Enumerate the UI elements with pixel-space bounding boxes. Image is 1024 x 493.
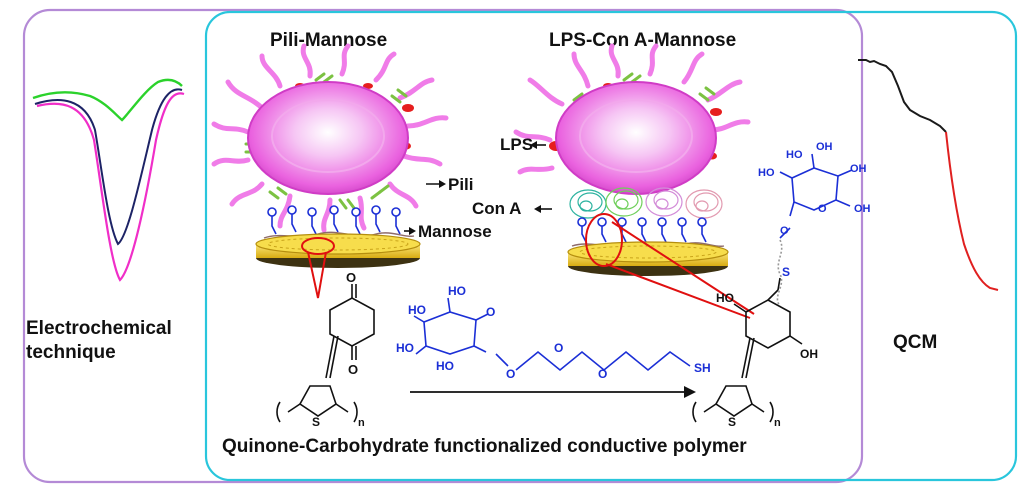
voltammogram-plot xyxy=(32,78,185,282)
pili-mannose-title: Pili-Mannose xyxy=(270,30,387,51)
lps-label: LPS xyxy=(500,135,533,154)
caption: Quinone-Carbohydrate functionalized cond… xyxy=(222,436,747,457)
svg-text:HO: HO xyxy=(758,167,775,179)
curve-navy xyxy=(34,88,183,246)
svg-text:O: O xyxy=(554,341,563,355)
svg-text:O: O xyxy=(780,225,789,237)
mannose-sugar-right xyxy=(779,153,853,239)
svg-text:n: n xyxy=(774,417,781,429)
svg-text:O: O xyxy=(346,270,356,285)
svg-text:OH: OH xyxy=(800,347,818,361)
curve-magenta xyxy=(36,92,185,282)
svg-text:HO: HO xyxy=(408,303,426,317)
bacterium-pili xyxy=(211,43,449,233)
cona-clusters xyxy=(569,187,723,219)
technique-label-line2: technique xyxy=(26,342,116,363)
electrode-left xyxy=(255,233,421,268)
svg-text:OH: OH xyxy=(854,203,871,215)
mannose-label: Mannose xyxy=(418,222,492,241)
zoom-pointer-right xyxy=(585,213,755,319)
qcm-label: QCM xyxy=(893,332,937,353)
svg-text:O: O xyxy=(486,305,495,319)
svg-text:O: O xyxy=(348,362,358,377)
svg-text:O: O xyxy=(598,367,607,381)
qcm-plot xyxy=(858,59,999,291)
pili-label: Pili xyxy=(448,175,474,194)
svg-text:O: O xyxy=(818,203,827,215)
svg-text:S: S xyxy=(782,265,790,279)
mannose-ligands-right xyxy=(577,217,707,243)
lps-cona-mannose-title: LPS-Con A-Mannose xyxy=(549,30,736,51)
svg-text:HO: HO xyxy=(448,284,466,298)
violet-frame xyxy=(22,8,864,484)
quinone-polymer-left xyxy=(276,284,375,423)
svg-text:OH: OH xyxy=(850,163,867,175)
svg-text:HO: HO xyxy=(786,149,803,161)
svg-text:HO: HO xyxy=(396,341,414,355)
quinone-polymer-labels: O O S n xyxy=(312,270,365,429)
svg-text:n: n xyxy=(358,417,365,429)
svg-text:SH: SH xyxy=(694,361,711,375)
mannose-peg-thiol xyxy=(413,297,691,372)
qcm-trace-black xyxy=(858,59,947,133)
cyan-frame xyxy=(204,10,1018,482)
zoom-pointer-left xyxy=(301,237,335,299)
hydroquinone-polymer-right xyxy=(692,277,803,423)
mannose-peg-thiol-labels: HO HO HO HO O O O O SH xyxy=(396,284,711,381)
svg-text:S: S xyxy=(312,415,320,429)
mannose-sugar-labels: HO OH OH OH HO O O xyxy=(758,141,871,237)
reaction-arrow xyxy=(410,386,696,398)
hydroquinone-polymer-labels: HO OH S S n xyxy=(716,265,818,429)
technique-label-line1: Electrochemical xyxy=(26,318,172,339)
svg-text:O: O xyxy=(506,367,515,381)
svg-text:S: S xyxy=(728,415,736,429)
bacterium-lps xyxy=(513,43,751,195)
svg-text:HO: HO xyxy=(716,291,734,305)
curve-green xyxy=(32,78,183,122)
svg-text:OH: OH xyxy=(816,141,833,153)
qcm-trace-red xyxy=(945,131,999,291)
cona-label: Con A xyxy=(472,199,521,218)
mannose-ligands-left xyxy=(267,205,401,235)
svg-text:HO: HO xyxy=(436,359,454,373)
